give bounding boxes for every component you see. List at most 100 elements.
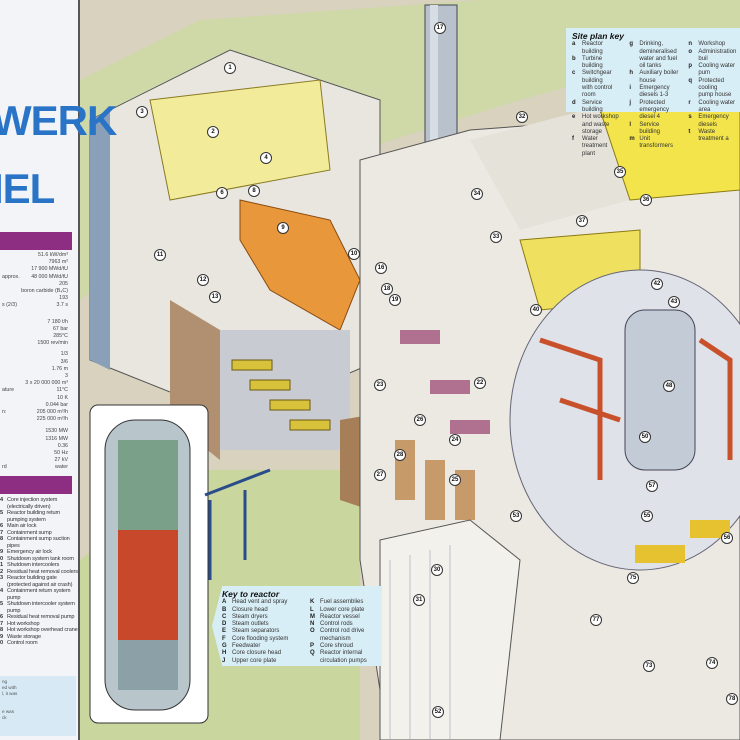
callout-marker: 19 [389, 294, 401, 306]
callout-marker: 31 [413, 594, 425, 606]
title-line-1: WERK [0, 97, 117, 144]
legend-item: 68Containment sump suction pipes [0, 536, 70, 549]
callout-marker: 8 [248, 185, 260, 197]
specs-list: 51.6 kW/dm³ 7963 m² 17 900 MWd/tU approx… [2, 252, 68, 471]
callout-marker: 17 [434, 22, 446, 34]
callout-marker: 9 [277, 222, 289, 234]
note-line: ng [2, 679, 8, 684]
callout-marker: 3 [136, 106, 148, 118]
legend-item: 70Shutdown system tank room [0, 555, 74, 562]
legend-item: 64Core injection system (electrically dr… [0, 497, 58, 510]
callout-marker: 36 [640, 194, 652, 206]
callout-marker: 35 [614, 166, 626, 178]
callout-marker: 73 [643, 660, 655, 672]
callout-marker: 23 [374, 379, 386, 391]
legend-item: 75Shutdown intercooler system pump [0, 601, 75, 614]
callout-marker: 50 [639, 431, 651, 443]
key-item: circulation pumps [320, 657, 367, 664]
info-panel: WERK IEL 51.6 kW/dm³ 7963 m² 17 900 MWd/… [0, 0, 117, 740]
callout-marker: 10 [348, 248, 360, 260]
key-item: water and fuel oil tanks [639, 55, 678, 70]
note-line: l, it was [2, 691, 18, 696]
callout-marker: 33 [490, 231, 502, 243]
legend-item: 79Waste storage [0, 633, 41, 640]
callout-marker: 18 [381, 283, 393, 295]
callout-marker: 43 [668, 296, 680, 308]
gantry-crane [204, 468, 271, 580]
callout-marker: 11 [154, 249, 166, 261]
callout-marker: 13 [209, 291, 221, 303]
legend-item: 78Hot workshop overhead crane [0, 627, 78, 633]
specs-header [0, 232, 72, 250]
callout-marker: 1 [224, 62, 236, 74]
callout-marker: 52 [432, 706, 444, 718]
legend-item: 72Residual heat removal coolers [0, 568, 78, 575]
callout-marker: 25 [449, 474, 461, 486]
key-item: pump house [698, 92, 732, 99]
callout-marker: 2 [207, 126, 219, 138]
legend-item: 71Shutdown intercoolers [0, 562, 60, 568]
callout-marker: 48 [663, 380, 675, 392]
note-line: ed with [2, 685, 17, 690]
legend-item: 66Main air lock [0, 523, 37, 529]
legend-item: 80Control room [0, 640, 38, 646]
callout-marker: 55 [641, 510, 653, 522]
legend-item: 73Reactor building gate (protected again… [0, 575, 73, 588]
key-item: with control room [582, 85, 613, 99]
legend-item: 74Containment return system pump [0, 588, 71, 601]
callout-marker: 22 [474, 377, 486, 389]
callout-marker: 56 [721, 532, 733, 544]
callout-marker: 40 [530, 304, 542, 316]
callout-marker: 27 [374, 469, 386, 481]
legend-item: 67Containment sump [0, 529, 52, 536]
callout-marker: 26 [414, 414, 426, 426]
callout-marker: 53 [510, 510, 522, 522]
callout-marker: 30 [431, 564, 443, 576]
callout-marker: 34 [471, 188, 483, 200]
legend-item: 76Residual heat removal pump [0, 614, 75, 620]
callout-marker: 75 [627, 572, 639, 584]
callout-marker: 16 [375, 262, 387, 274]
callout-marker: 37 [576, 215, 588, 227]
callout-marker: 78 [726, 693, 738, 705]
numbered-legend: 64Core injection system (electrically dr… [0, 497, 78, 647]
reactor-pressure-vessel [624, 309, 696, 471]
callout-marker: 4 [260, 152, 272, 164]
callout-marker: 6 [216, 187, 228, 199]
